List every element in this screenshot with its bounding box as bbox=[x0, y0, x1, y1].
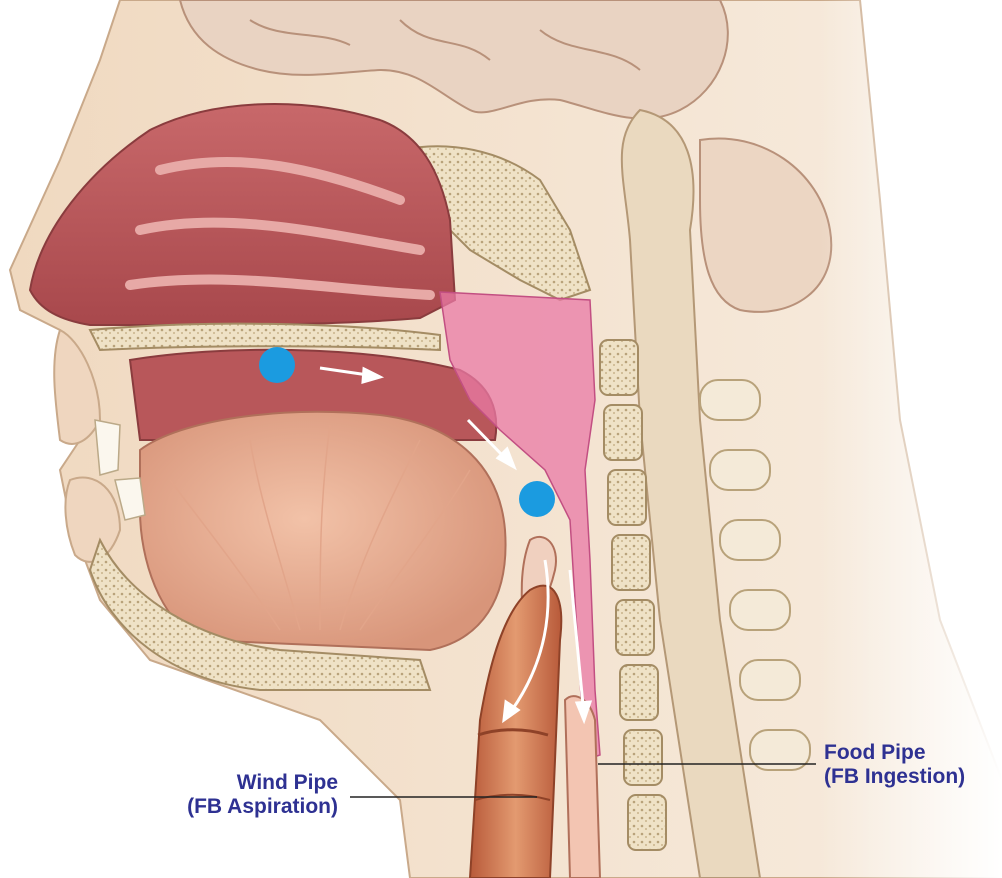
food-pipe-label: Food Pipe (FB Ingestion) bbox=[824, 741, 1002, 789]
wind-pipe-title: Wind Pipe bbox=[148, 771, 338, 795]
upper-tooth bbox=[95, 420, 120, 475]
tongue bbox=[140, 412, 506, 650]
food-pipe-subtitle: (FB Ingestion) bbox=[824, 765, 1002, 789]
marker-dot-oral-cavity bbox=[259, 347, 295, 383]
wind-pipe-label: Wind Pipe (FB Aspiration) bbox=[148, 771, 338, 819]
food-pipe-title: Food Pipe bbox=[824, 741, 1002, 765]
wind-pipe-subtitle: (FB Aspiration) bbox=[148, 795, 338, 819]
marker-dot-pharynx bbox=[519, 481, 555, 517]
esophagus bbox=[565, 696, 600, 878]
